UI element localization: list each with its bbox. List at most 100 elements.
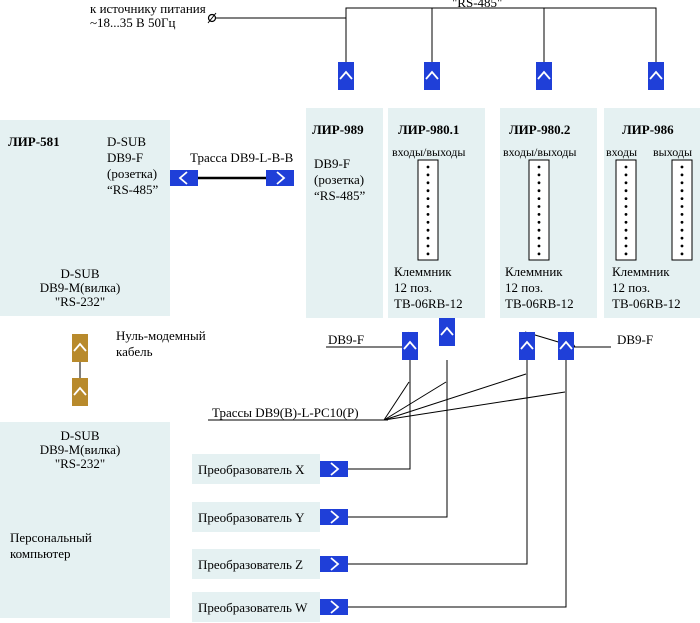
terminal-pin <box>624 189 628 193</box>
pc-name-line2: компьютер <box>10 546 71 561</box>
terminal-pin <box>426 244 430 248</box>
lir986-title: ЛИР-986 <box>622 122 674 137</box>
lir581-box <box>0 120 170 316</box>
converter-x: Преобразователь X <box>192 454 348 484</box>
terminal-pin <box>624 197 628 201</box>
lir989-port-line3: “RS-485” <box>314 188 366 203</box>
lir581-port1-line4: “RS-485” <box>107 182 159 197</box>
converter-label: Преобразователь W <box>198 600 308 615</box>
lir989-port-line1: DB9-F <box>314 156 350 171</box>
terminal-pin <box>537 244 541 248</box>
lir581-port1-line1: D-SUB <box>107 134 146 149</box>
null-modem-label-line1: Нуль-модемный <box>116 328 206 343</box>
terminal-pin <box>426 189 430 193</box>
terminal-pin <box>680 189 684 193</box>
lir986-terminal-line3: TB-06RB-12 <box>612 296 681 311</box>
converters: Преобразователь X Преобразователь Y Преобр… <box>192 454 348 622</box>
lir581-port2-line2: DB9-M(вилка) <box>40 280 121 295</box>
lir9802-title: ЛИР-980.2 <box>509 122 570 137</box>
terminal-pin <box>624 173 628 177</box>
db9f-connector-9801-b <box>439 318 455 346</box>
pc-name-line1: Персональный <box>10 530 92 545</box>
converter-label: Преобразователь Z <box>198 557 303 572</box>
converter-w: Преобразователь W <box>192 592 348 622</box>
power-label-line2: ~18...35 В 50Гц <box>90 15 175 30</box>
lir9802-terminal-line2: 12 поз. <box>505 280 543 295</box>
db9f-left-label: DB9-F <box>328 332 364 347</box>
terminal-pin <box>624 181 628 185</box>
terminal-pins <box>426 165 684 256</box>
terminal-strip-9802 <box>528 159 550 261</box>
terminal-pin <box>426 197 430 201</box>
terminal-pin <box>624 244 628 248</box>
terminal-pin <box>624 213 628 216</box>
terminal-pin <box>537 205 541 208</box>
terminal-pin <box>680 220 684 224</box>
pc-port-line2: DB9-M(вилка) <box>40 442 121 457</box>
pc-port-line1: D-SUB <box>60 428 99 443</box>
terminal-strip-986-out <box>671 159 693 261</box>
converter-label: Преобразователь Y <box>198 510 305 525</box>
converter-z: Преобразователь Z <box>192 549 348 579</box>
lir986-terminal-line2: 12 поз. <box>612 280 650 295</box>
lir581-port1-line3: (розетка) <box>107 166 157 181</box>
null-modem-label-line2: кабель <box>116 344 153 359</box>
rs485-connector-lir9801 <box>424 62 440 90</box>
terminal-pin <box>537 165 541 169</box>
terminal-pin <box>537 252 541 256</box>
lir9802-terminal-line3: TB-06RB-12 <box>505 296 574 311</box>
pc-port-line3: "RS-232" <box>55 456 105 471</box>
terminal-pin <box>624 228 628 232</box>
terminal-pin <box>537 236 541 240</box>
db9f-connector-9802-b <box>558 332 574 360</box>
terminal-pin <box>537 181 541 185</box>
terminal-pin <box>537 173 541 177</box>
terminal-pin <box>624 236 628 240</box>
rs485-connector-lir9802 <box>536 62 552 90</box>
lir581-port2-line3: "RS-232" <box>55 294 105 309</box>
terminal-pin <box>426 173 430 177</box>
terminal-pin <box>680 205 684 208</box>
lir989-title: ЛИР-989 <box>312 122 364 137</box>
terminal-pin <box>426 205 430 208</box>
wires <box>79 7 657 608</box>
lir9801-title: ЛИР-980.1 <box>398 122 459 137</box>
rs485-connector-lir986 <box>648 62 664 90</box>
terminal-pin <box>680 165 684 169</box>
db9f-connector-9801-a <box>402 332 418 360</box>
terminal-pin <box>680 244 684 248</box>
lir9801-terminal-line1: Клеммник <box>394 264 452 279</box>
db9f-right-label: DB9-F <box>617 332 653 347</box>
terminal-pin <box>426 252 430 256</box>
terminal-pin <box>537 189 541 193</box>
lir9801-terminal-line3: TB-06RB-12 <box>394 296 463 311</box>
terminal-strip-9801 <box>417 159 439 261</box>
lir989-box <box>306 108 383 318</box>
rs485-bus <box>345 7 657 64</box>
terminal-pin <box>624 252 628 256</box>
terminal-pin <box>680 181 684 185</box>
rs485-connector-lir989 <box>338 62 354 90</box>
db9-cable-label: Трасса DB9-L-B-B <box>190 150 294 165</box>
terminal-pin <box>426 213 430 216</box>
terminal-pin <box>426 165 430 169</box>
terminal-pin <box>680 252 684 256</box>
terminal-pin <box>680 197 684 201</box>
terminal-pin <box>537 228 541 232</box>
terminal-pin <box>680 228 684 232</box>
lir986-inputs: входы <box>606 145 637 159</box>
connectors <box>72 62 664 406</box>
db9-connector-lir989 <box>266 170 294 186</box>
terminal-pin <box>537 197 541 201</box>
lir581-title: ЛИР-581 <box>8 134 60 149</box>
lir9801-io: входы/выходы <box>392 145 465 159</box>
terminal-pin <box>624 165 628 169</box>
converter-y: Преобразователь Y <box>192 502 348 532</box>
lir9802-io: входы/выходы <box>503 145 576 159</box>
lir581-port2-line1: D-SUB <box>60 266 99 281</box>
terminal-strip-986-in <box>615 159 637 261</box>
terminal-pin <box>426 181 430 185</box>
lir9801-terminal-line2: 12 поз. <box>394 280 432 295</box>
converter-label: Преобразователь X <box>198 462 305 477</box>
